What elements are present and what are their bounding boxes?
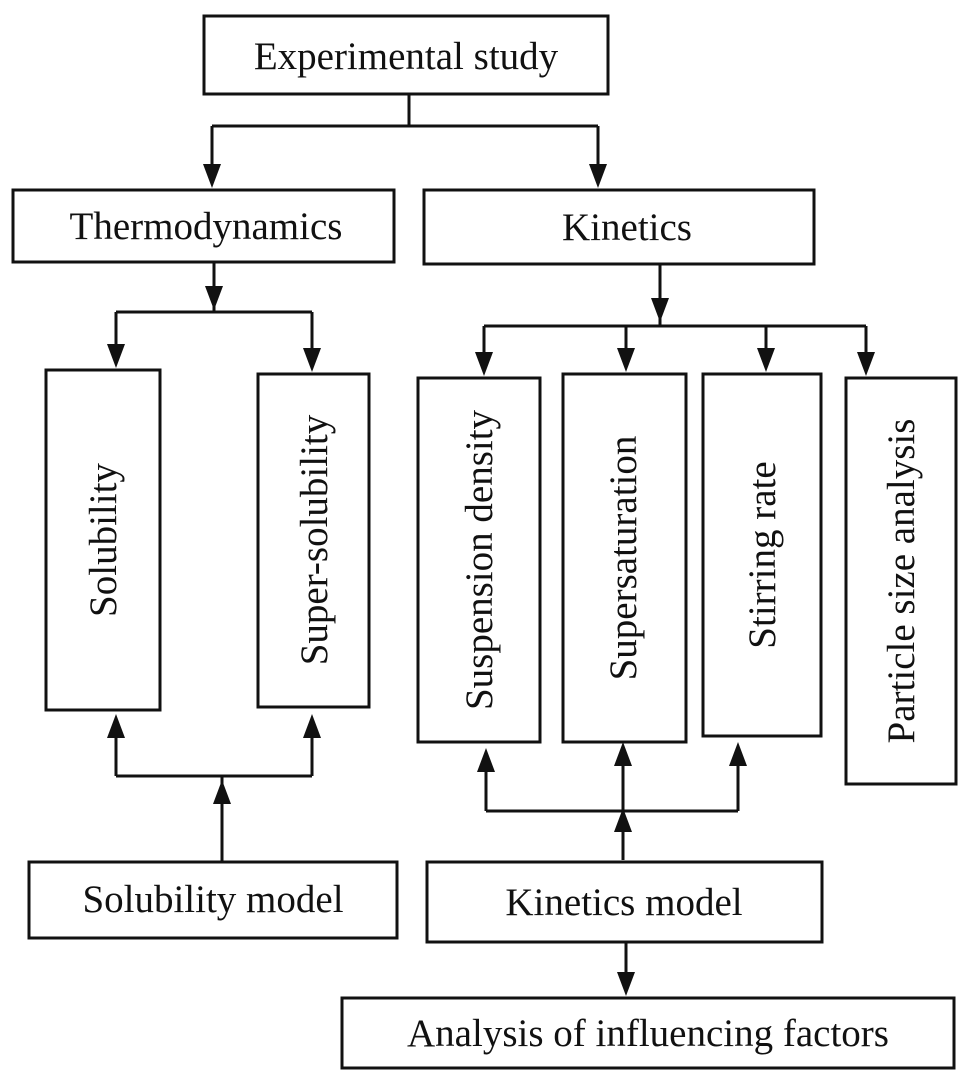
edge-kinetics-split	[482, 264, 868, 360]
arrow-to-thermodynamics	[203, 164, 221, 188]
node-super-solubility: Super-solubility	[256, 372, 371, 709]
node-suspension-density: Suspension density	[416, 376, 542, 744]
node-kinetics-model: Kinetics model	[425, 860, 824, 944]
arrow-to-analysis	[617, 972, 635, 996]
arrow-to-stirring-rate	[757, 348, 775, 372]
arrow-up-solubility	[107, 714, 125, 738]
solubility-model-label: Solubility model	[82, 878, 343, 921]
particle-size-analysis-label: Particle size analysis	[880, 419, 923, 744]
node-stirring-rate: Stirring rate	[701, 372, 823, 738]
node-experimental-study: Experimental study	[202, 14, 610, 96]
arrow-up-supersaturation	[614, 742, 632, 766]
analysis-of-influencing-factors-label: Analysis of influencing factors	[407, 1012, 889, 1055]
arrow-kinetics-stem	[651, 298, 669, 322]
arrow-to-kinetics	[589, 164, 607, 188]
node-kinetics: Kinetics	[422, 188, 816, 266]
node-solubility: Solubility	[44, 368, 162, 712]
experimental-study-label: Experimental study	[254, 35, 559, 78]
arrow-up-suspension-density	[477, 748, 495, 772]
solubility-label: Solubility	[82, 463, 125, 617]
edge-solmodel-split	[114, 734, 314, 862]
stirring-rate-label: Stirring rate	[741, 461, 784, 648]
supersaturation-label: Supersaturation	[602, 436, 645, 681]
arrow-up-solmodel-stem	[213, 780, 231, 804]
kinetics-model-label: Kinetics model	[505, 881, 742, 924]
node-supersaturation: Supersaturation	[561, 372, 688, 744]
node-solubility-model: Solubility model	[27, 860, 399, 940]
arrow-to-supersaturation	[617, 348, 635, 372]
node-analysis-of-influencing-factors: Analysis of influencing factors	[340, 996, 956, 1070]
arrow-thermo-stem	[205, 286, 223, 310]
edge-kinmodel-split	[484, 762, 740, 860]
arrow-to-particle-size	[857, 352, 875, 376]
suspension-density-label: Suspension density	[458, 409, 501, 710]
edge-thermo-split	[114, 262, 314, 356]
arrowheads	[107, 164, 875, 996]
arrow-up-kinmodel-stem	[614, 808, 632, 832]
arrow-up-super-solubility	[303, 714, 321, 738]
arrow-to-super-solubility	[303, 348, 321, 372]
node-thermodynamics: Thermodynamics	[11, 188, 396, 264]
node-particle-size-analysis: Particle size analysis	[844, 376, 958, 786]
arrow-to-solubility	[107, 344, 125, 368]
kinetics-label: Kinetics	[562, 206, 692, 249]
arrow-to-suspension-density	[475, 352, 493, 376]
edge-study-split	[210, 95, 600, 170]
thermodynamics-label: Thermodynamics	[70, 205, 343, 248]
super-solubility-label: Super-solubility	[293, 414, 336, 665]
arrow-up-stirring-rate	[729, 742, 747, 766]
